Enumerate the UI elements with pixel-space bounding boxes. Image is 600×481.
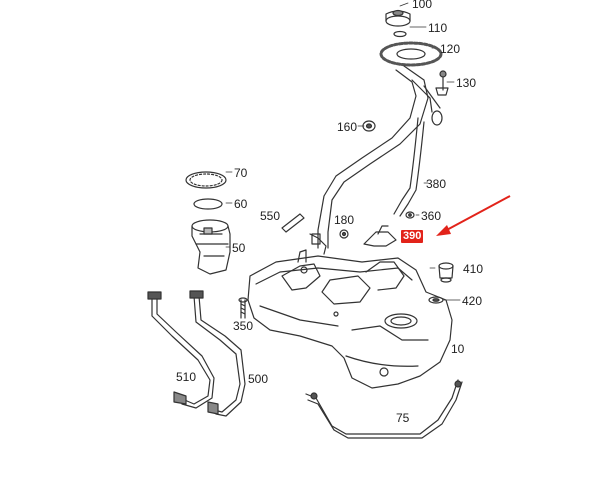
callout-60: 60 <box>234 197 248 211</box>
callout-550: 550 <box>260 209 281 223</box>
callout-110: 110 <box>428 21 448 35</box>
part-10-fuel-tank <box>247 249 453 389</box>
part-510-fuel-line <box>147 291 215 409</box>
part-350-bolt <box>238 297 248 319</box>
callout-180: 180 <box>334 213 355 227</box>
part-420-grommet <box>428 296 444 304</box>
part-50-pump-module <box>191 219 231 275</box>
filler-neck-pipe <box>317 65 443 249</box>
part-130-valve <box>435 70 449 96</box>
part-550-clip <box>281 213 305 233</box>
callout-130: 130 <box>456 76 477 90</box>
callout-500: 500 <box>248 372 269 386</box>
part-410-vent <box>438 262 454 283</box>
part-360-nut <box>405 211 415 219</box>
callout-75: 75 <box>396 411 410 425</box>
callout-10: 10 <box>451 342 465 356</box>
part-160-grommet <box>362 120 376 132</box>
tank-fittings <box>309 233 327 255</box>
callout-70: 70 <box>234 166 248 180</box>
callout-390-highlighted: 390 <box>401 230 424 243</box>
part-100-cap <box>385 9 411 27</box>
callout-360: 360 <box>421 209 442 223</box>
part-390-bracket <box>363 225 397 247</box>
callout-120: 120 <box>440 42 461 56</box>
callout-350: 350 <box>233 319 254 333</box>
part-75-tank-strap <box>305 379 463 439</box>
part-500-fuel-line <box>189 290 246 417</box>
part-180-fitting <box>339 229 349 239</box>
callout-510: 510 <box>176 370 197 384</box>
callout-410: 410 <box>463 262 484 276</box>
highlight-arrow <box>436 195 511 236</box>
part-120-lock-ring <box>379 41 443 67</box>
part-60-oring <box>193 198 223 210</box>
callout-100: 100 <box>412 0 433 11</box>
part-70-flange <box>185 171 227 189</box>
callout-160: 160 <box>337 120 358 134</box>
callout-50: 50 <box>232 241 246 255</box>
leader-lines <box>225 2 461 301</box>
part-110-ring <box>393 30 407 38</box>
callout-380: 380 <box>426 177 447 191</box>
callout-420: 420 <box>462 294 483 308</box>
